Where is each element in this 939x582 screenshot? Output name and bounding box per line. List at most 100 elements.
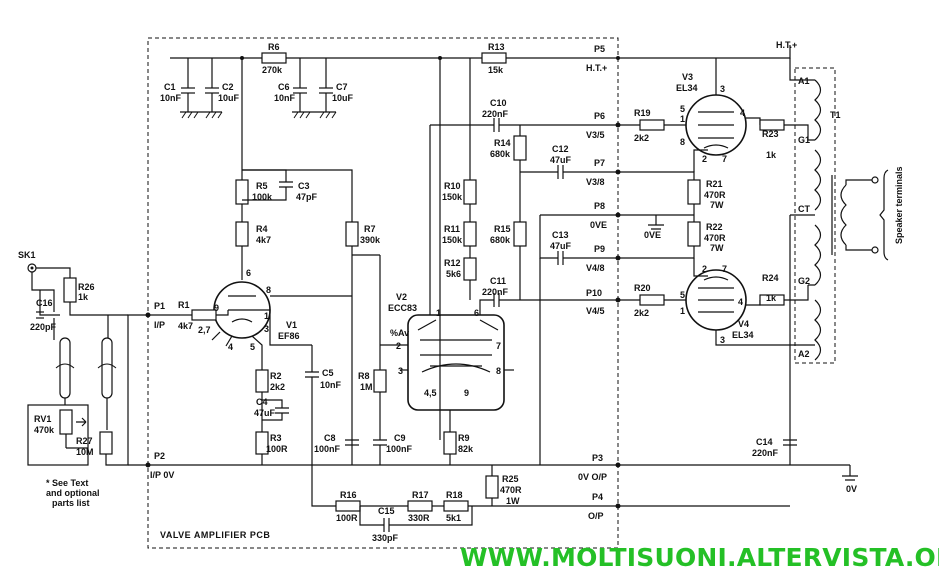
pcb-title: VALVE AMPLIFIER PCB [160,530,270,540]
label-r13: R13 [488,42,505,52]
label-r19-val: 2k2 [634,133,649,143]
output-stage [618,58,889,364]
label-tap-a1: A1 [798,76,810,86]
label-tap-g1: G1 [798,135,810,145]
label-r11-val: 150k [442,235,463,245]
label-p10: P10 [586,288,602,298]
label-r22: R22 [706,222,723,232]
label-c15: C15 [378,506,395,516]
label-c12-val: 47uF [550,155,572,165]
pin-v4-5: 5 [680,290,685,300]
pin-v1-4: 4 [228,342,233,352]
label-c4-val: 47uF [254,408,276,418]
label-r22-val: 470R [704,233,726,243]
pin-v4-1: 1 [680,306,685,316]
label-r20: R20 [634,283,651,293]
ht-rail [170,45,791,119]
label-r11: R11 [444,224,460,234]
pin-v2-7: 7 [496,341,501,351]
label-r8: R8 [358,371,370,381]
label-r26: R26 [78,282,95,292]
label-r17: R17 [412,490,429,500]
pin-v1-3: 3 [264,324,269,334]
note-line-2: and optional [46,488,100,498]
label-c16-val: 220pF [30,322,57,332]
label-r21: R21 [706,179,723,189]
label-r2: R2 [270,371,282,381]
label-p3-name: 0V O/P [578,472,607,482]
pin-v2-6: 6 [474,308,479,318]
label-r21-pwr: 7W [710,200,724,210]
label-p6-name: V3/5 [586,130,605,140]
label-p5: P5 [594,44,605,54]
label-c11: C11 [490,276,506,286]
label-r24: R24 [762,273,779,283]
label-r2-val: 2k2 [270,382,285,392]
label-c2-val: 10uF [218,93,240,103]
pin-v1-9: 9 [214,303,219,313]
label-p6: P6 [594,111,605,121]
label-r1-val: 4k7 [178,321,193,331]
label-r23-val: 1k [766,150,777,160]
label-p8: P8 [594,201,605,211]
pin-v2-8: 8 [496,366,501,376]
label-r6: R6 [268,42,280,52]
label-c5: C5 [322,368,334,378]
label-c14-val: 220nF [752,448,779,458]
label-p2-name: I/P 0V [150,470,174,480]
label-v4-type: EL34 [732,330,754,340]
label-r4-val: 4k7 [256,235,271,245]
label-c8: C8 [324,433,336,443]
label-r17-val: 330R [408,513,430,523]
label-c10-val: 220nF [482,109,509,119]
label-r16-val: 100R [336,513,358,523]
label-rv1-val: 470k [34,425,55,435]
label-r10-val: 150k [442,192,463,202]
label-ov-gnd: 0VE [644,230,661,240]
label-p7: P7 [594,158,605,168]
label-p2: P2 [154,451,165,461]
label-r5: R5 [256,181,268,191]
label-v1-type: EF86 [278,331,300,341]
label-r16: R16 [340,490,357,500]
label-c6: C6 [278,82,290,92]
label-c3-val: 47pF [296,192,318,202]
note-line-1: * See Text [46,478,88,488]
label-r18: R18 [446,490,463,500]
label-c8-val: 100nF [314,444,341,454]
pin-v1-5: 5 [250,342,255,352]
label-r7: R7 [364,224,376,234]
label-c6-val: 10nF [274,93,296,103]
label-r22-pwr: 7W [710,243,724,253]
label-p7-name: V3/8 [586,177,605,187]
v2-stage [345,58,618,465]
pin-v4-7: 7 [722,264,727,274]
label-r25-val: 470R [500,485,522,495]
pin-v3-3: 3 [720,84,725,94]
label-v3-type: EL34 [676,83,698,93]
label-p8-name: 0VE [590,220,607,230]
label-r25-pwr: 1W [506,496,520,506]
label-p10-name: V4/5 [586,306,605,316]
label-c13-val: 47uF [550,241,572,251]
label-r12: R12 [444,258,461,268]
label-p3: P3 [592,453,603,463]
label-r9-val: 82k [458,444,474,454]
label-r26-val: 1k [78,292,89,302]
label-c12: C12 [552,144,569,154]
label-r1: R1 [178,300,190,310]
label-ov-out: 0V [846,484,857,494]
pin-v2-2: 2 [396,341,401,351]
label-r27-val: 10M [76,447,94,457]
label-c7-val: 10uF [332,93,354,103]
pin-v2-45: 4,5 [424,388,437,398]
pin-v1-27: 2,7 [198,325,211,335]
pin-v2-1: 1 [436,308,441,318]
pin-v3-8: 8 [680,137,685,147]
pin-v2-3: 3 [398,366,403,376]
label-tap-g2: G2 [798,276,810,286]
label-c13: C13 [552,230,569,240]
label-c3: C3 [298,181,310,191]
label-r25: R25 [502,474,519,484]
